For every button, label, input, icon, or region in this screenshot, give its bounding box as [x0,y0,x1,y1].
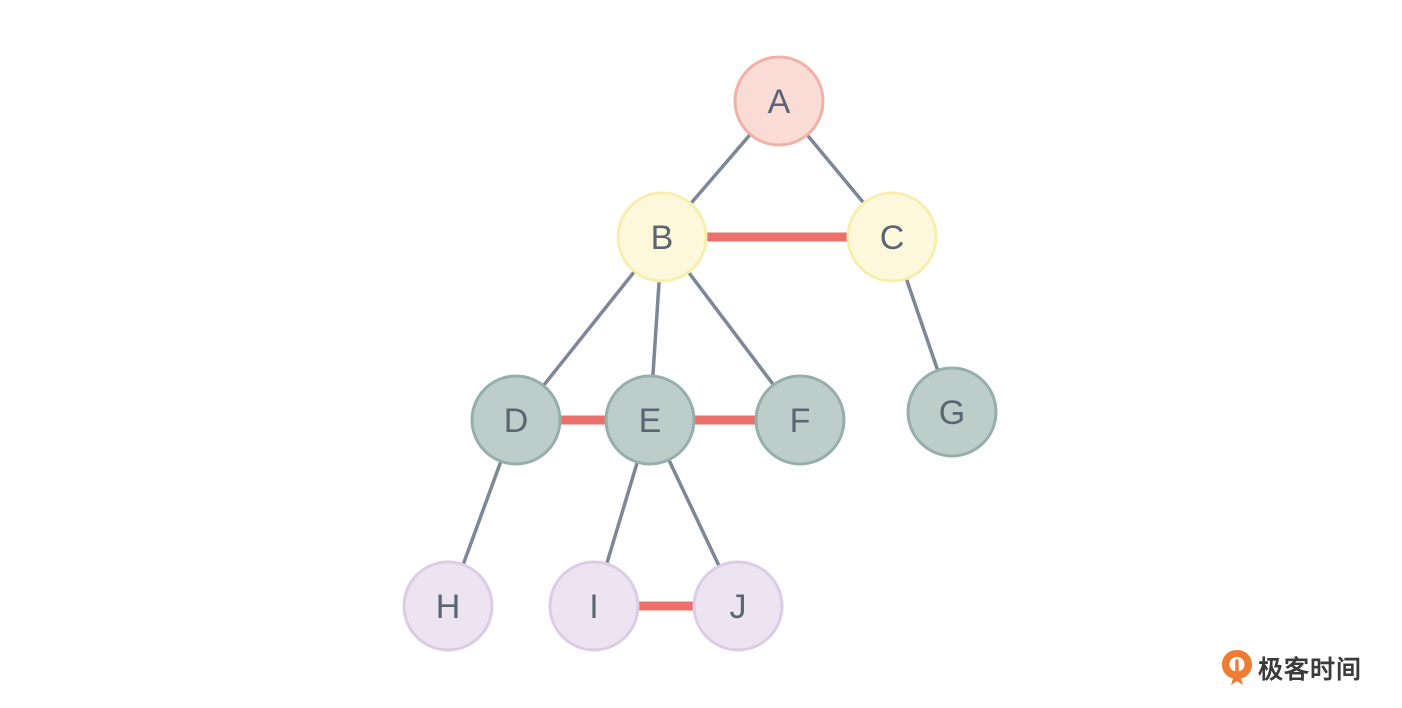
node-J: J [692,560,784,652]
node-circle-E [604,374,696,466]
node-label-A: A [768,83,791,121]
node-circle-H [402,560,494,652]
node-B: B [616,191,708,283]
node-label-F: F [790,402,811,440]
node-circle-J [692,560,784,652]
node-circle-G [906,366,998,458]
brand-name: 极客时间 [1257,655,1362,684]
node-label-J: J [730,588,747,626]
node-circle-B [616,191,708,283]
node-label-G: G [939,394,965,432]
node-C: C [846,191,938,283]
node-circle-C [846,191,938,283]
geektime-logo-icon [1221,650,1252,685]
node-label-D: D [504,402,529,440]
node-H: H [402,560,494,652]
node-circle-F [754,374,846,466]
node-circle-D [470,374,562,466]
node-I: I [548,560,640,652]
node-F: F [754,374,846,466]
edges-layer [446,99,954,611]
node-A: A [733,55,825,147]
nodes-layer: A B C D E F G H I J [402,55,998,652]
node-label-B: B [651,219,674,257]
node-label-I: I [589,588,598,626]
node-label-H: H [436,588,461,626]
node-E: E [604,374,696,466]
brand-logo: 极客时间 [1220,648,1362,688]
node-circle-I [548,560,640,652]
node-label-E: E [639,402,662,440]
node-label-C: C [880,219,905,257]
node-D: D [470,374,562,466]
node-circle-A [733,55,825,147]
node-G: G [906,366,998,458]
